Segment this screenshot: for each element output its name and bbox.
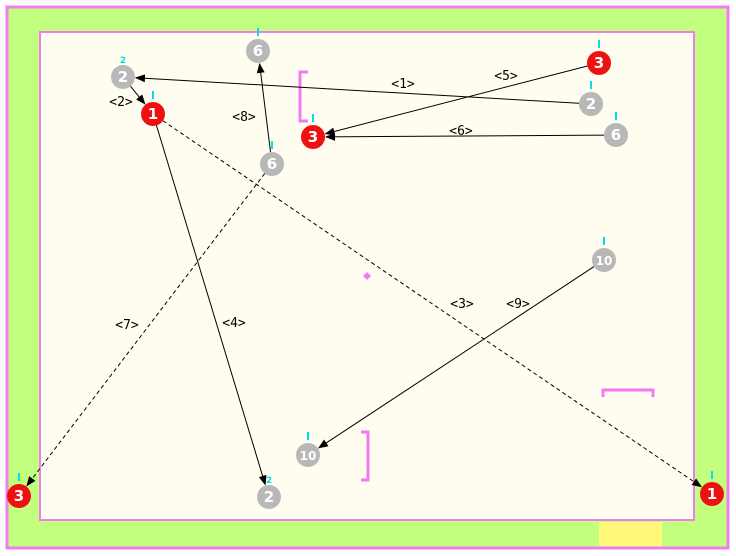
marker-disc xyxy=(587,51,611,75)
marker-disc xyxy=(246,39,270,63)
arrow-label-7: <7> xyxy=(115,318,139,333)
marker-sup: 2 xyxy=(266,476,272,486)
arrow-label-8: <8> xyxy=(232,110,256,125)
arrow-5 xyxy=(324,65,588,136)
marker-number: 3 xyxy=(594,54,604,72)
marker-disc xyxy=(301,125,325,149)
arrow-2 xyxy=(130,86,146,105)
arrow-8 xyxy=(256,62,272,153)
arrow-label-5: <5> xyxy=(494,69,518,84)
arrow-9 xyxy=(318,266,595,449)
marker-number: 6 xyxy=(611,126,621,144)
marker-sup: 2 xyxy=(120,56,126,66)
marker-disc xyxy=(7,484,31,508)
marker-number: 2 xyxy=(264,488,274,506)
arrow-3 xyxy=(162,120,703,488)
arrow-label-4: <4> xyxy=(222,316,246,331)
marker-disc xyxy=(257,485,281,509)
bracket-bottom xyxy=(361,430,370,482)
marker-disc xyxy=(141,102,165,126)
marker-disc xyxy=(579,92,603,116)
marker-number: 6 xyxy=(267,155,277,173)
marker-gray-6: 6 xyxy=(260,141,284,176)
marker-gray-2: 22 xyxy=(111,56,135,89)
arrow-6 xyxy=(324,132,605,141)
marker-number: 3 xyxy=(308,128,318,146)
marker-disc xyxy=(260,152,284,176)
marker-number: 6 xyxy=(253,42,263,60)
arrow-4 xyxy=(155,125,267,486)
arrow-label-9: <9> xyxy=(506,297,530,312)
arrow-label-3: <3> xyxy=(450,297,474,312)
arrow-1 xyxy=(134,74,580,104)
marker-disc xyxy=(296,443,320,467)
marker-number: 1 xyxy=(148,105,158,123)
marker-number: 10 xyxy=(300,449,317,463)
marker-disc xyxy=(111,65,135,89)
marker-red-3: 3 xyxy=(587,40,611,75)
center-dot xyxy=(363,272,371,280)
marker-number: 2 xyxy=(118,68,128,86)
marker-disc xyxy=(604,123,628,147)
marker-gray-10: 10 xyxy=(592,237,616,272)
arrow-7 xyxy=(26,173,266,487)
marker-gray-2: 22 xyxy=(257,476,281,509)
marker-gray-10: 10 xyxy=(296,432,320,467)
marker-disc xyxy=(592,248,616,272)
marker-gray-6: 6 xyxy=(246,28,270,63)
marker-red-1: 1 xyxy=(700,471,724,506)
bracket-right xyxy=(601,388,655,397)
marker-red-1: 1 xyxy=(141,91,165,126)
marker-number: 2 xyxy=(586,95,596,113)
marker-number: 10 xyxy=(596,254,613,268)
marker-number: 3 xyxy=(14,487,24,505)
bracket-top xyxy=(298,70,308,123)
marker-number: 1 xyxy=(707,485,717,503)
arrow-label-6: <6> xyxy=(449,124,473,139)
marker-red-3: 3 xyxy=(301,114,325,149)
marker-red-3: 3 xyxy=(7,473,31,508)
arrow-label-2: <2> xyxy=(109,95,133,110)
marker-gray-2: 2 xyxy=(579,81,603,116)
marker-disc xyxy=(700,482,724,506)
arrow-label-1: <1> xyxy=(391,77,415,92)
goal-box xyxy=(599,522,662,546)
marker-gray-6: 6 xyxy=(604,112,628,147)
